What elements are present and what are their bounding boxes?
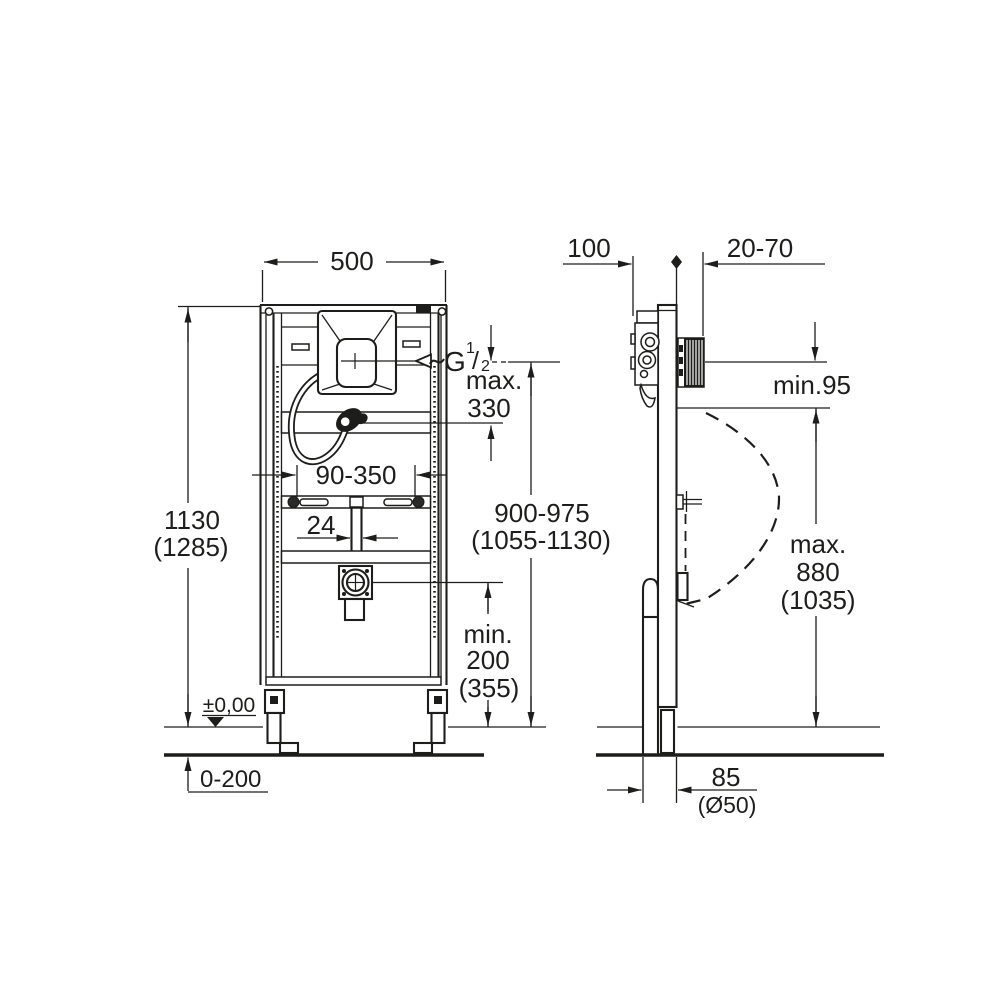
side-threaded-inlet [677,337,705,388]
fixing-tab-right [402,340,421,348]
urinal-outline-dashed [680,412,781,607]
dim-frame-depth-label: 100 [567,233,610,263]
dim-rim-height: 900-975 (1055-1130) [471,362,611,727]
flush-opening [335,337,378,389]
side-rail [656,303,678,755]
pipe-bracket [349,496,364,508]
bottom-crossbar [265,676,442,686]
diamond-icon [671,255,682,269]
squiggle-break-icon [429,358,445,365]
dim-front-height-label: 1130 [164,505,220,535]
dim-anchor-spacing-label: 90-350 [316,460,397,490]
valve-hook [639,382,656,408]
dim-floor-adjust: 0-200 [184,757,268,793]
frame-foot-left [263,688,300,755]
datum-level: ±0,00 [202,694,256,727]
side-foot-tube [641,577,660,755]
dim-drain-min-value: 200 [466,645,509,675]
plate-clip [416,304,431,313]
drain-socket [343,597,366,622]
dim-frame-depth: 100 [563,233,634,316]
dim-spud-height: max. 330 [466,325,522,461]
datum-triangle-icon [207,717,224,727]
anchor-bar-details [287,496,425,508]
dim-front-width: 500 [261,246,447,302]
dim-urinal-max-alt: (1035) [780,585,855,615]
side-view: 100 20-70 min.95 max. 880 (10 [563,233,856,818]
dim-wall-thickness-label: 20-70 [727,233,794,263]
dim-inlet-clearance-label: min.95 [773,370,851,400]
plate-hole-left [264,307,274,316]
front-view: 500 1130 (1285) G 1 / 2 max. [153,246,610,793]
dim-drain-dia-label: (Ø50) [698,792,757,818]
floor-lines [164,726,884,757]
frame-foot-right [412,688,449,755]
dim-rim-height-alt: (1055-1130) [471,525,611,555]
dim-front-height-alt-label: (1285) [153,532,228,562]
flex-hose [287,367,350,466]
datum-label: ±0,00 [203,694,255,717]
dim-drain-offset-label: 85 [712,762,741,792]
fixing-tab-left [291,343,310,351]
dim-drain-min-label: min. [463,619,512,649]
thread-slash: / [472,347,479,375]
dim-floor-adjust-label: 0-200 [200,766,261,793]
dim-urinal-height: max. 880 (1035) [677,407,856,727]
dim-urinal-max-label: max. [790,529,846,559]
dim-spud-max-label: max. [466,365,522,395]
wall-plane-marker [671,255,682,304]
dim-front-height: 1130 (1285) [153,305,260,727]
dim-urinal-max-value: 880 [796,557,839,587]
side-rail-leg [659,708,676,755]
dim-spud-value: 330 [467,393,510,423]
dim-drain-min-alt: (355) [459,673,520,703]
dim-front-width-label: 500 [330,246,373,276]
cistern-housing [316,309,416,396]
dim-rim-height-label: 900-975 [494,498,589,528]
inlet-thread-label: G 1 / 2 [413,340,506,377]
drain-flange [337,564,374,622]
thread-g: G [444,346,466,377]
dim-inlet-clearance: min.95 [705,322,851,400]
dim-wall-thickness: 20-70 [702,233,825,336]
dim-anchor-spacing: 90-350 [252,460,446,497]
dim-drain-height: min. 200 (355) [459,582,520,727]
dim-pipe-width-label: 24 [307,510,336,540]
hose-connector [336,408,368,432]
thread-sub: 2 [481,358,490,375]
side-mounting-stud [675,491,702,512]
dim-drain-offset: 85 (Ø50) [607,757,757,818]
flush-pipe [350,507,363,551]
side-drain-piece [676,571,695,608]
side-valve-assembly [630,310,660,408]
dim-pipe-width: 24 [297,510,398,542]
thread-sup: 1 [466,340,475,357]
plate-hole-right [437,307,447,316]
lower-crossbar [280,550,432,564]
